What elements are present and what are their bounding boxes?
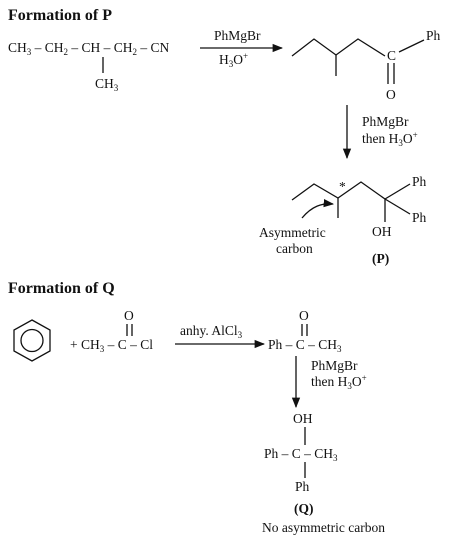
svg-text:Ph – C – CH3: Ph – C – CH3 [268, 337, 342, 354]
svg-text:O: O [299, 308, 309, 323]
reagent-h3o-3: then H3O+ [311, 373, 367, 391]
ketone-intermediate: C Ph O [291, 28, 441, 102]
svg-text:Ph – C – CH3: Ph – C – CH3 [264, 446, 338, 463]
reagent-phmgbr-2: PhMgBr [362, 114, 409, 129]
phenyl-label-lower: Ph [412, 210, 427, 225]
product-p-label: (P) [372, 251, 389, 266]
phenyl-label: Ph [426, 28, 441, 43]
svg-text:OH: OH [293, 411, 313, 426]
hydroxyl-label: OH [372, 224, 392, 239]
svg-text:+ CH3 – C – Cl: + CH3 – C – Cl [70, 337, 153, 354]
carbon-label: carbon [276, 241, 313, 256]
svg-text:O: O [124, 308, 134, 323]
product-q-structure: OH Ph – C – CH3 Ph [264, 411, 338, 494]
product-p-structure: * Ph Ph OH [291, 174, 427, 239]
acetyl-chloride: O + CH3 – C – Cl [70, 308, 153, 354]
svg-text:CH3: CH3 [95, 76, 119, 93]
reagent-h3o-2: then H3O+ [362, 130, 418, 148]
product-q-label: (Q) [294, 501, 314, 516]
benzene-ring [13, 319, 51, 362]
reagent-phmgbr-1: PhMgBr [214, 28, 261, 43]
carbonyl-carbon: C [387, 48, 396, 63]
chiral-star: * [339, 179, 346, 194]
asymmetric-label: Asymmetric [259, 225, 326, 240]
svg-text:CH3 – CH2 – CH – CH2 – CN: CH3 – CH2 – CH – CH2 – CN [8, 40, 170, 57]
reagent-h3o-1: H3O+ [219, 51, 248, 69]
heading-formation-of-q: Formation of Q [8, 280, 115, 297]
heading-formation-of-p: Formation of P [8, 7, 112, 24]
reagent-phmgbr-3: PhMgBr [311, 358, 358, 373]
nitrile-reactant: CH3 – CH2 – CH – CH2 – CN CH3 [8, 40, 170, 93]
acetophenone: O Ph – C – CH3 [268, 308, 342, 354]
catalyst-alcl3: anhy. AlCl3 [180, 323, 243, 340]
asymmetric-pointer-arrow [301, 199, 335, 219]
carbonyl-oxygen: O [386, 87, 396, 102]
phenyl-label-upper: Ph [412, 174, 427, 189]
no-asymmetric-note: No asymmetric carbon [262, 520, 385, 535]
svg-text:Ph: Ph [295, 479, 310, 494]
